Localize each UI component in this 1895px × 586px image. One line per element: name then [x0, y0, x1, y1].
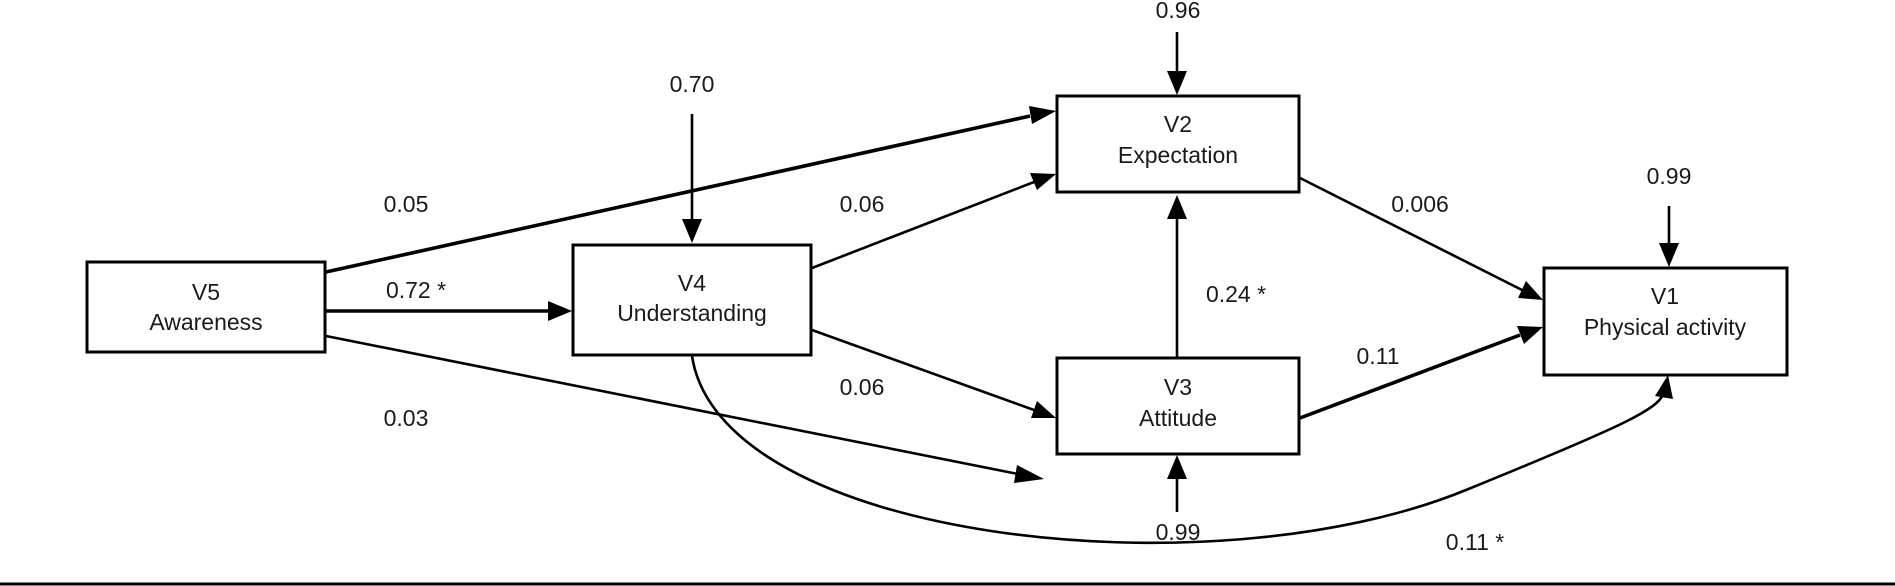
- arrowhead-v3-v1: [1517, 326, 1543, 344]
- arrowhead-v4-v1: [1655, 375, 1673, 399]
- coef-v3-v1: 0.11: [1356, 343, 1399, 369]
- node-v4-code: V4: [678, 270, 706, 296]
- disturbance-v2: 0.96: [1156, 0, 1201, 23]
- path-v3-v1: [1299, 333, 1521, 420]
- disturbance-v1: 0.99: [1647, 163, 1692, 189]
- arrowhead-disturbance-v4: [682, 219, 702, 243]
- node-v1: V1 Physical activity: [1542, 266, 1789, 377]
- path-v5-v2: [325, 114, 1031, 274]
- coef-v4-v2: 0.06: [840, 191, 885, 217]
- node-v5-code: V5: [192, 279, 220, 305]
- path-v4-v3: [811, 328, 1035, 412]
- disturbance-v4: 0.70: [670, 71, 715, 97]
- arrowhead-v2-v1: [1518, 281, 1543, 300]
- path-v2-v1: [1299, 176, 1523, 292]
- arrowhead-v3-v2: [1167, 195, 1187, 219]
- coef-v4-v3: 0.06: [840, 374, 885, 400]
- coef-v5-v4: 0.72 *: [386, 277, 446, 303]
- arrowhead-v5-v3: [1014, 465, 1044, 483]
- node-v5-label: Awareness: [149, 309, 262, 335]
- node-v2: V2 Expectation: [1055, 94, 1301, 194]
- node-v2-code: V2: [1164, 111, 1192, 137]
- coef-v4-v1: 0.11 *: [1446, 529, 1504, 555]
- coef-v2-v1: 0.006: [1391, 191, 1449, 217]
- coef-v5-v2: 0.05: [384, 191, 429, 217]
- node-v1-code: V1: [1651, 283, 1679, 309]
- arrowhead-v4-v3: [1031, 401, 1056, 418]
- coef-v3-v2: 0.24 *: [1206, 281, 1266, 307]
- arrowhead-disturbance-v1: [1659, 243, 1679, 267]
- node-v4: V4 Understanding: [571, 243, 813, 357]
- arrowhead-v5-v4: [548, 301, 572, 321]
- node-v5: V5 Awareness: [85, 260, 327, 354]
- arrowhead-disturbance-v2: [1167, 71, 1187, 95]
- arrowhead-v5-v2: [1029, 106, 1056, 124]
- node-v3: V3 Attitude: [1055, 356, 1301, 456]
- path-v4-v2: [811, 180, 1035, 270]
- node-v3-label: Attitude: [1139, 405, 1217, 431]
- disturbance-v3: 0.99: [1156, 519, 1201, 545]
- coef-v5-v3: 0.03: [384, 405, 429, 431]
- path-v4-v1: [690, 355, 1667, 545]
- arrowhead-disturbance-v3: [1167, 455, 1187, 479]
- path-v5-v3: [325, 334, 1019, 476]
- node-v3-code: V3: [1164, 374, 1192, 400]
- arrowhead-v4-v2: [1030, 173, 1056, 190]
- node-v4-label: Understanding: [617, 300, 767, 326]
- node-v2-label: Expectation: [1118, 142, 1238, 168]
- node-v1-label: Physical activity: [1584, 314, 1747, 340]
